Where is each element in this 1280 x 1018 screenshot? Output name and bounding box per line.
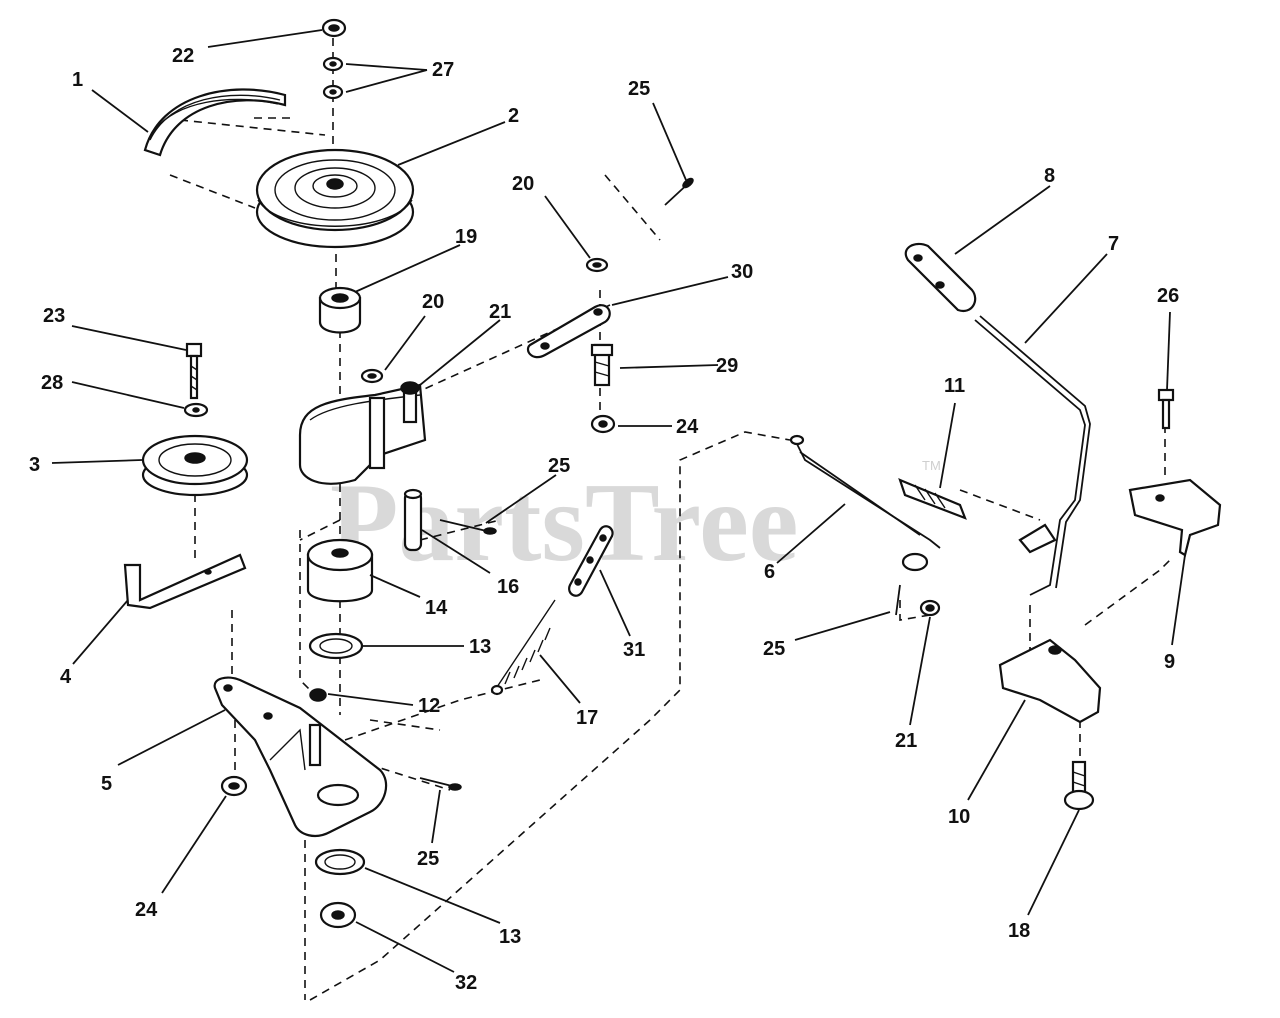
leader-lines (51, 29, 1186, 973)
part-nut-12 (309, 688, 327, 702)
callout-8: 8 (1044, 165, 1055, 187)
part-stud-29 (590, 343, 614, 387)
part-spring-17 (490, 599, 556, 696)
part-nut-20a (360, 368, 384, 384)
part-cotter-pin-25c (419, 777, 462, 791)
callout-19: 19 (455, 226, 477, 248)
callout-9: 9 (1164, 651, 1175, 673)
part-bracket-9 (1128, 478, 1222, 557)
part-idler-bracket (298, 383, 427, 485)
callout-30: 30 (731, 261, 753, 283)
part-bracket-4 (123, 553, 247, 610)
callout-29: 29 (716, 355, 738, 377)
callout-20a: 20 (422, 291, 444, 313)
callout-25b: 25 (548, 455, 570, 477)
part-pulley-3 (141, 434, 249, 497)
callout-13b: 13 (499, 926, 521, 948)
part-washers-27 (322, 56, 344, 100)
part-bolt-18 (1063, 760, 1095, 811)
part-lever-7 (974, 315, 1091, 596)
callout-14: 14 (425, 597, 448, 619)
callout-24a: 24 (135, 899, 158, 921)
callout-12: 12 (418, 695, 440, 717)
callout-11: 11 (944, 375, 965, 397)
part-rod-6 (789, 434, 941, 549)
part-pulley-2 (255, 148, 415, 249)
callout-32: 32 (455, 972, 477, 994)
watermark-text: PartsTree (330, 461, 799, 585)
part-pin-16 (403, 488, 423, 552)
callout-13a: 13 (469, 636, 491, 658)
callout-3: 3 (29, 454, 40, 476)
part-nut-21b (919, 599, 941, 617)
part-cotter-pin-25a (664, 177, 694, 206)
part-belt-guide (143, 88, 287, 157)
callout-4: 4 (60, 666, 72, 688)
callout-20b: 20 (512, 173, 534, 195)
part-link-31 (568, 525, 614, 597)
watermark-trademark: TM (922, 458, 941, 473)
part-nut-21a (400, 381, 420, 395)
callout-25d: 25 (763, 638, 785, 660)
callout-16: 16 (497, 576, 519, 598)
callout-21a: 21 (489, 301, 511, 323)
part-idler-arm-5 (213, 676, 388, 838)
callout-5: 5 (101, 773, 112, 795)
callout-24b: 24 (676, 416, 699, 438)
part-spring-11 (898, 478, 967, 520)
part-bearing-19 (318, 286, 362, 334)
part-nut-22 (321, 18, 347, 38)
callout-28: 28 (41, 372, 63, 394)
callout-17: 17 (576, 707, 598, 729)
callout-6: 6 (764, 561, 775, 583)
callout-labels: 1 2 3 4 5 6 7 8 9 10 11 12 13 13 14 16 1… (29, 45, 1179, 994)
part-cotter-pin-25b (439, 519, 497, 535)
part-handle-grip-8 (904, 242, 977, 313)
callout-21b: 21 (895, 730, 917, 752)
part-nut-32 (319, 901, 357, 929)
callout-25c: 25 (417, 848, 439, 870)
part-nut-24a (220, 775, 248, 797)
part-bushing-13b (314, 848, 366, 876)
callout-23: 23 (43, 305, 65, 327)
callout-27: 27 (432, 59, 454, 81)
callout-10: 10 (948, 806, 970, 828)
part-bushing-13a (308, 632, 364, 660)
part-washer-28 (183, 402, 209, 418)
callout-26: 26 (1157, 285, 1179, 307)
part-cotter-pin-25d (895, 584, 901, 616)
callout-25a: 25 (628, 78, 650, 100)
callout-18: 18 (1008, 920, 1030, 942)
part-nut-24b (590, 414, 616, 434)
callout-1: 1 (72, 69, 83, 91)
part-clip-6 (901, 552, 929, 572)
callout-22: 22 (172, 45, 194, 67)
part-bolt-23 (185, 342, 203, 400)
part-bolt-26 (1157, 388, 1175, 430)
part-spacer-14 (306, 538, 374, 603)
part-bracket-10 (998, 638, 1102, 724)
callout-7: 7 (1108, 233, 1119, 255)
part-plate-30 (526, 304, 611, 359)
callout-31: 31 (623, 639, 645, 661)
part-nut-20b (585, 257, 609, 273)
callout-2: 2 (508, 105, 519, 127)
